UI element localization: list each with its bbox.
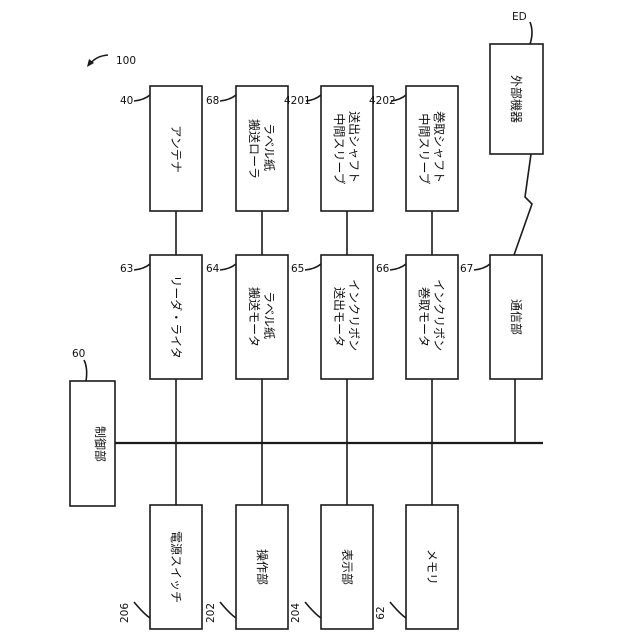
supply-sleeve-block	[321, 86, 373, 211]
external-device-leader	[530, 22, 532, 44]
power-switch-leader	[134, 602, 150, 618]
ribbon-supply-motor-label: インクリボン 送出モータ	[332, 279, 361, 355]
power-switch-label: 電源スイッチ	[169, 531, 183, 603]
external-device-label: 外部機器	[509, 75, 524, 123]
supply-sleeve-line2: 中間スリーブ	[332, 113, 347, 184]
external-device-ref: ED	[512, 11, 527, 23]
comm-unit-label: 通信部	[509, 299, 524, 335]
antenna-ref: 40	[120, 95, 133, 107]
display-ref: 204	[290, 603, 302, 623]
diagram-ref-label: 100	[116, 55, 136, 67]
label-roller-line2: 搬送ローラ	[247, 119, 262, 179]
comm-unit-leader	[474, 264, 490, 270]
ribbon-supply-motor-line1: インクリボン	[347, 279, 361, 351]
memory-label: メモリ	[425, 549, 439, 585]
reader-writer-leader	[134, 264, 150, 270]
takeup-sleeve-label: 巻取シャフト 中間スリーブ	[417, 111, 446, 187]
wireless-link	[514, 154, 532, 255]
controller-ref: 60	[72, 348, 85, 360]
controller-block	[70, 381, 115, 506]
ribbon-supply-motor-ref: 65	[291, 263, 304, 275]
power-switch-ref: 206	[119, 603, 131, 623]
antenna-leader	[134, 95, 150, 101]
ribbon-takeup-motor-leader	[390, 264, 406, 270]
label-motor-line2: 搬送モータ	[247, 287, 262, 347]
label-motor-block	[236, 255, 288, 379]
comm-unit-ref: 67	[460, 263, 473, 275]
memory-ref: 62	[375, 606, 387, 619]
display-label: 表示部	[340, 549, 355, 585]
label-roller-leader	[220, 95, 236, 101]
label-motor-line1: ラベル紙	[262, 291, 277, 339]
label-roller-block	[236, 86, 288, 211]
label-motor-leader	[220, 264, 236, 270]
ribbon-takeup-motor-ref: 66	[376, 263, 390, 275]
supply-sleeve-line1: 送出シャフト	[347, 111, 362, 183]
controller-leader	[84, 360, 87, 381]
display-leader	[305, 602, 321, 618]
reader-writer-label: リーダ・ライタ	[169, 275, 184, 359]
antenna-label: アンテナ	[169, 125, 183, 173]
operation-ref: 202	[205, 603, 217, 623]
operation-label: 操作部	[255, 549, 270, 585]
ribbon-takeup-motor-line1: インクリボン	[432, 279, 446, 351]
operation-leader	[220, 602, 236, 618]
takeup-sleeve-block	[406, 86, 458, 211]
reader-writer-ref: 63	[120, 263, 133, 275]
ribbon-supply-motor-leader	[305, 264, 321, 270]
ribbon-takeup-motor-label: インクリボン 巻取モータ	[417, 279, 446, 355]
label-roller-line1: ラベル紙	[262, 123, 277, 171]
label-motor-ref: 64	[206, 263, 220, 275]
memory-leader	[390, 602, 406, 618]
controller-label: 制御部	[93, 426, 108, 462]
takeup-sleeve-line2: 中間スリーブ	[417, 113, 432, 184]
ribbon-supply-motor-block	[321, 255, 373, 379]
ribbon-takeup-motor-block	[406, 255, 458, 379]
ribbon-takeup-motor-line2: 巻取モータ	[417, 287, 431, 347]
takeup-sleeve-line1: 巻取シャフト	[432, 111, 446, 183]
ribbon-supply-motor-line2: 送出モータ	[332, 287, 347, 347]
label-roller-ref: 68	[206, 95, 219, 107]
